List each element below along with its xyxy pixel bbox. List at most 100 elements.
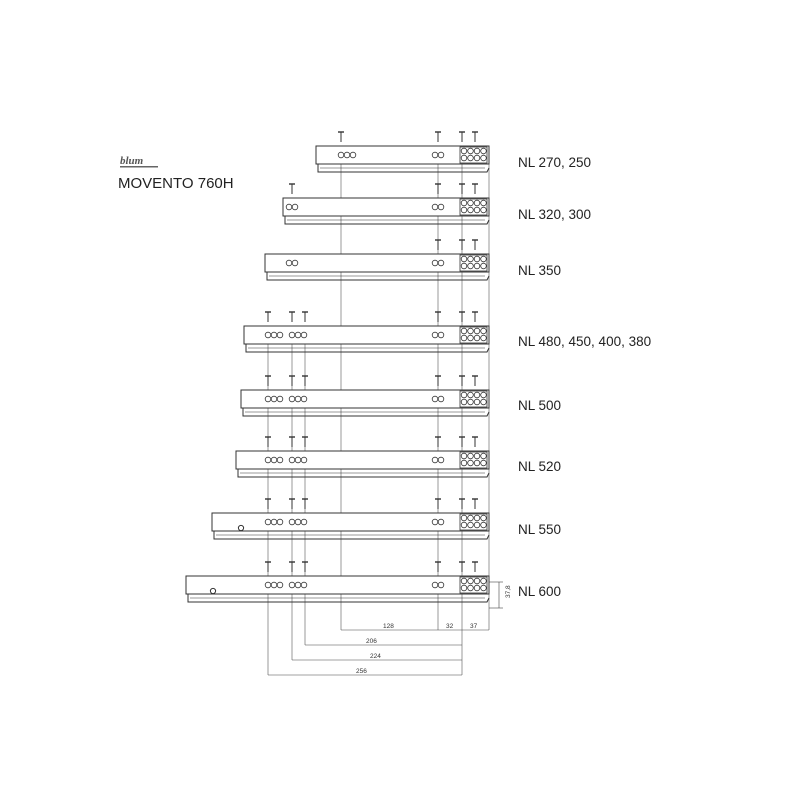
front-bracket <box>459 146 488 164</box>
mid-hole <box>437 395 445 403</box>
rear-hole <box>288 331 296 339</box>
front-hole <box>460 154 468 162</box>
front-hole <box>473 206 481 214</box>
rear-hole <box>270 395 278 403</box>
front-hole <box>460 255 468 263</box>
dim-label-37: 37 <box>470 623 478 630</box>
runner-body <box>282 197 490 217</box>
front-hole <box>467 391 474 399</box>
front-hole <box>473 147 481 155</box>
front-bracket <box>459 390 488 408</box>
runner-rail <box>317 164 490 173</box>
rear-hole <box>294 395 302 403</box>
front-hole <box>480 206 487 214</box>
front-hole <box>460 391 468 399</box>
front-hole <box>467 262 474 270</box>
blum-logo-underline <box>120 166 158 168</box>
front-hole <box>480 459 487 467</box>
rear-hole <box>276 581 284 589</box>
front-hole <box>460 147 468 155</box>
front-hole <box>480 334 487 342</box>
runner-rail <box>213 531 490 540</box>
front-hole <box>480 327 487 335</box>
rear-hole <box>300 395 308 403</box>
front-hole <box>480 514 487 522</box>
runner-body <box>315 145 490 165</box>
front-bracket <box>459 513 488 531</box>
front-hole <box>467 398 474 406</box>
runner-body <box>235 450 490 470</box>
mid-hole <box>431 151 439 159</box>
runner-3 <box>243 311 490 353</box>
rear-hole <box>294 331 302 339</box>
label-nl-350: NL 350 <box>518 263 561 278</box>
dim-label-206: 206 <box>366 638 377 645</box>
label-nl-320-300: NL 320, 300 <box>518 207 591 222</box>
front-hole <box>473 584 481 592</box>
mid-hole <box>431 456 439 464</box>
runner-5 <box>235 436 490 478</box>
runner-4 <box>240 375 490 417</box>
dim-label-224: 224 <box>370 653 381 660</box>
label-nl-600: NL 600 <box>518 584 561 599</box>
rear-hole <box>349 151 357 159</box>
front-hole <box>460 206 468 214</box>
front-hole <box>460 398 468 406</box>
front-hole <box>480 199 487 207</box>
front-bracket <box>459 326 488 344</box>
front-hole <box>460 452 468 460</box>
mid-hole <box>431 331 439 339</box>
mid-hole <box>437 331 445 339</box>
front-hole <box>467 459 474 467</box>
rear-hole <box>285 259 293 267</box>
rear-single-hole <box>237 524 245 532</box>
rear-hole <box>264 395 272 403</box>
rear-hole <box>264 581 272 589</box>
front-hole <box>467 199 474 207</box>
runner-6 <box>211 498 490 540</box>
rear-hole <box>276 395 284 403</box>
front-hole <box>467 584 474 592</box>
runner-0 <box>315 131 490 173</box>
front-hole <box>460 521 468 529</box>
label-nl-520: NL 520 <box>518 459 561 474</box>
rear-hole <box>264 518 272 526</box>
mid-hole <box>431 259 439 267</box>
front-hole <box>473 577 481 585</box>
front-hole <box>467 521 474 529</box>
front-hole <box>480 452 487 460</box>
front-hole <box>473 459 481 467</box>
brand-block: blum MOVENTO 760H <box>118 155 234 192</box>
front-bracket <box>459 254 488 272</box>
front-hole <box>460 199 468 207</box>
runner-1 <box>282 183 490 225</box>
front-hole <box>473 327 481 335</box>
rear-hole <box>300 456 308 464</box>
rear-hole <box>288 518 296 526</box>
front-hole <box>473 398 481 406</box>
runner-rail <box>242 408 490 417</box>
front-hole <box>480 584 487 592</box>
mid-hole <box>437 581 445 589</box>
runner-body <box>240 389 490 409</box>
front-hole <box>480 147 487 155</box>
rear-hole <box>300 331 308 339</box>
rear-hole <box>291 203 299 211</box>
mid-hole <box>437 151 445 159</box>
dim-label-128: 128 <box>383 623 394 630</box>
rear-hole <box>288 395 296 403</box>
front-hole <box>467 577 474 585</box>
front-hole <box>473 262 481 270</box>
rear-hole <box>270 518 278 526</box>
dimension-lines <box>268 581 503 676</box>
front-hole <box>460 459 468 467</box>
reference-lines <box>267 150 490 675</box>
rear-hole <box>285 203 293 211</box>
mid-hole <box>437 456 445 464</box>
rear-hole <box>291 259 299 267</box>
rear-hole <box>294 518 302 526</box>
runner-rail <box>284 216 490 225</box>
runner-body <box>185 575 490 595</box>
rear-hole <box>300 581 308 589</box>
